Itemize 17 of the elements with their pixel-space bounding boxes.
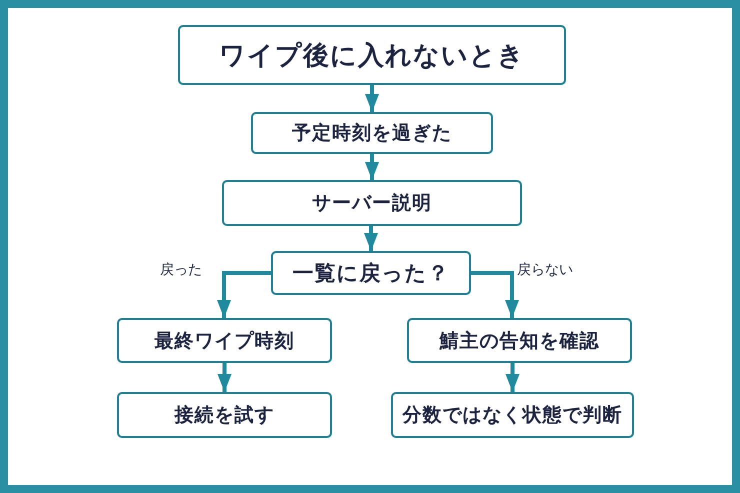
arrow — [471, 271, 519, 318]
process-box: 接続を試す — [117, 392, 332, 438]
process-box: サーバー説明 — [222, 180, 522, 226]
arrow — [364, 226, 378, 251]
arrow — [218, 363, 232, 392]
arrow — [365, 154, 379, 180]
decision-box: 一覧に戻った？ — [271, 251, 471, 295]
arrow — [506, 363, 520, 392]
arrow — [217, 271, 271, 318]
process-box: 予定時刻を過ぎた — [251, 112, 493, 154]
edge-label: 戻った — [158, 261, 204, 279]
process-box: 分数ではなく状態で判断 — [391, 392, 634, 438]
process-box: 鯖主の告知を確認 — [407, 318, 632, 363]
title-box: ワイプ後に入れないとき — [178, 25, 566, 85]
edge-label: 戻らない — [515, 261, 575, 279]
process-box: 最終ワイプ時刻 — [117, 318, 332, 363]
arrow — [365, 85, 379, 112]
